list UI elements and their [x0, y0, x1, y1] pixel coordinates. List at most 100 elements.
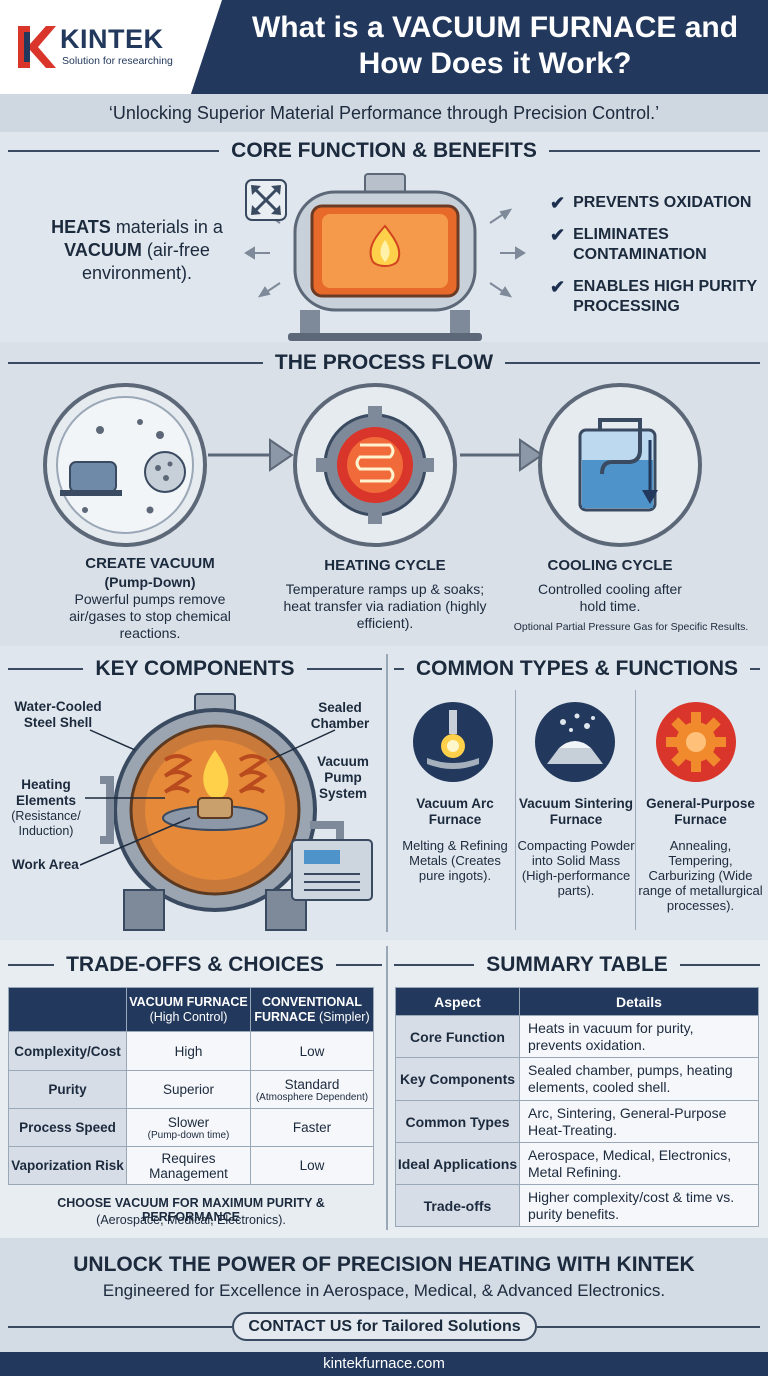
step-title: COOLING CYCLE	[547, 557, 673, 574]
tradeoffs-table: VACUUM FURNACE(High Control) CONVENTIONA…	[8, 987, 374, 1185]
core-description: HEATS materials in a VACUUM (air-free en…	[22, 216, 252, 285]
types-divider	[515, 690, 516, 930]
contact-line-left	[8, 1326, 232, 1328]
types-heading: COMMON TYPES & FUNCTIONS	[394, 657, 760, 681]
cell-value: Slower	[167, 1114, 210, 1130]
row-aspect: Purity	[8, 1070, 127, 1109]
row-details: Aerospace, Medical, Electronics, Metal R…	[519, 1142, 759, 1185]
benefit-label: ENABLES HIGH PURITY PROCESSING	[573, 278, 757, 315]
label-chamber: Sealed Chamber	[310, 700, 370, 731]
cell-conventional: Low	[250, 1031, 374, 1071]
type-arc: Vacuum Arc Furnace Melting & Refining Me…	[400, 796, 510, 883]
row-details: Heats in vacuum for purity, prevents oxi…	[519, 1015, 759, 1058]
core-desc-vacuum: VACUUM	[64, 240, 142, 260]
col-sub: (Simpler)	[318, 1009, 370, 1024]
core-desc-end: (air-free environment).	[81, 240, 210, 283]
cell-conventional: Low	[250, 1146, 374, 1185]
powder-mound-icon	[535, 702, 615, 782]
type-name: Vacuum Sintering Furnace	[518, 796, 634, 827]
type-name: General-Purpose Furnace	[646, 796, 755, 827]
contact-us-button[interactable]: CONTACT US for Tailored Solutions	[232, 1312, 537, 1341]
label-pump: Vacuum Pump System	[317, 754, 369, 801]
expand-arrows-icon	[245, 179, 287, 221]
benefit-item: ✔ ENABLES HIGH PURITY PROCESSING	[550, 277, 762, 317]
step-desc: Temperature ramps up & soaks; heat trans…	[283, 581, 487, 631]
check-icon: ✔	[550, 225, 566, 245]
core-desc-heats: HEATS	[51, 217, 111, 237]
kintek-logo-icon	[18, 26, 56, 68]
cell-vacuum: Superior	[126, 1070, 251, 1109]
step-title: HEATING CYCLE	[324, 557, 446, 574]
benefits-list: ✔PREVENTS OXIDATION ✔ ELIMINATES CONTAMIN…	[550, 193, 762, 317]
core-desc-mid: materials in a	[110, 217, 223, 237]
cell-value: Standard	[284, 1076, 340, 1092]
type-sintering: Vacuum Sintering Furnace Compacting Powd…	[517, 796, 635, 898]
choose-vacuum-sub: (Aerospace, Medical, Electronics).	[96, 1213, 286, 1227]
type-name: Vacuum Arc Furnace	[416, 796, 494, 827]
label-elements-group: Heating Elements (Resistance/ Induction)	[10, 777, 82, 839]
process-heading: THE PROCESS FLOW	[8, 351, 760, 375]
header-conventional: CONVENTIONAL FURNACE (Simpler)	[250, 987, 374, 1032]
page-subtitle: ‘Unlocking Superior Material Performance…	[0, 94, 768, 132]
check-icon: ✔	[550, 277, 566, 297]
col-sub: (High Control)	[149, 1009, 228, 1024]
benefit-item: ✔ ELIMINATES CONTAMINATION	[550, 225, 762, 265]
summary-heading: SUMMARY TABLE	[394, 953, 760, 977]
gear-icon	[656, 702, 736, 782]
contact-line-right	[537, 1326, 760, 1328]
table-row: Complexity/Cost High Low	[8, 1031, 374, 1071]
cell-conventional: Standard(Atmosphere Dependent)	[250, 1070, 374, 1109]
type-desc: Annealing, Tempering, Carburizing (Wide …	[638, 838, 763, 913]
benefit-label: ELIMINATES CONTAMINATION	[573, 226, 707, 263]
benefit-item: ✔PREVENTS OXIDATION	[550, 193, 762, 213]
page-title: What is a VACUUM FURNACE and How Does it…	[251, 11, 739, 80]
step-create-vacuum: CREATE VACUUM (Pump-Down) Powerful pumps…	[45, 555, 255, 642]
row-aspect: Core Function	[395, 1015, 520, 1058]
process-note: Optional Partial Pressure Gas for Specif…	[513, 621, 749, 633]
types-divider	[635, 690, 636, 930]
step-desc: Controlled cooling after hold time.	[538, 581, 682, 614]
row-aspect: Vaporization Risk	[8, 1146, 127, 1185]
row-aspect: Ideal Applications	[395, 1142, 520, 1185]
col-title: VACUUM FURNACE	[129, 994, 248, 1009]
cell-vacuum: High	[126, 1031, 251, 1071]
logo-tagline: Solution for researching	[62, 55, 173, 67]
cell-vacuum: Slower(Pump-down time)	[126, 1108, 251, 1147]
cell-conventional: Faster	[250, 1108, 374, 1147]
column-divider	[386, 946, 388, 1230]
step-desc: Powerful pumps remove air/gases to stop …	[69, 591, 231, 641]
cta-title: UNLOCK THE POWER OF PRECISION HEATING WI…	[73, 1253, 695, 1276]
type-general: General-Purpose Furnace Annealing, Tempe…	[638, 796, 763, 913]
cta-subtitle: Engineered for Excellence in Aerospace, …	[102, 1281, 666, 1300]
logo-text: KINTEK	[60, 24, 164, 54]
website-link[interactable]: kintekfurnace.com	[0, 1352, 768, 1376]
cell-sub: (Atmosphere Dependent)	[255, 1091, 369, 1103]
table-row: Purity Superior Standard(Atmosphere Depe…	[8, 1070, 374, 1109]
components-heading: KEY COMPONENTS	[8, 657, 382, 681]
header-vacuum: VACUUM FURNACE(High Control)	[126, 987, 251, 1032]
col-title: CONVENTIONAL FURNACE	[254, 994, 362, 1024]
label-work-area: Work Area	[12, 857, 79, 872]
header-aspect: Aspect	[395, 987, 520, 1016]
row-aspect: Key Components	[395, 1057, 520, 1101]
type-desc: Melting & Refining Metals (Creates pure …	[402, 838, 508, 883]
tradeoffs-heading: TRADE-OFFS & CHOICES	[8, 953, 382, 977]
cell-sub: (Pump-down time)	[147, 1129, 230, 1141]
step-title: CREATE VACUUM	[85, 555, 215, 572]
label-elements: Heating Elements	[15, 777, 77, 808]
step-heating-cycle: HEATING CYCLE Temperature ramps up & soa…	[275, 557, 495, 632]
label-elements-sub: (Resistance/ Induction)	[11, 809, 81, 838]
table-row: Process Speed Slower(Pump-down time) Fas…	[8, 1108, 374, 1147]
furnace-cutaway-icon	[80, 693, 373, 931]
row-details: Sealed chamber, pumps, heating elements,…	[519, 1057, 759, 1101]
process-flow-diagram	[43, 383, 702, 547]
label-shell: Water-Cooled Steel Shell	[14, 699, 102, 730]
arc-spark-icon	[413, 702, 493, 782]
check-icon: ✔	[550, 193, 566, 213]
